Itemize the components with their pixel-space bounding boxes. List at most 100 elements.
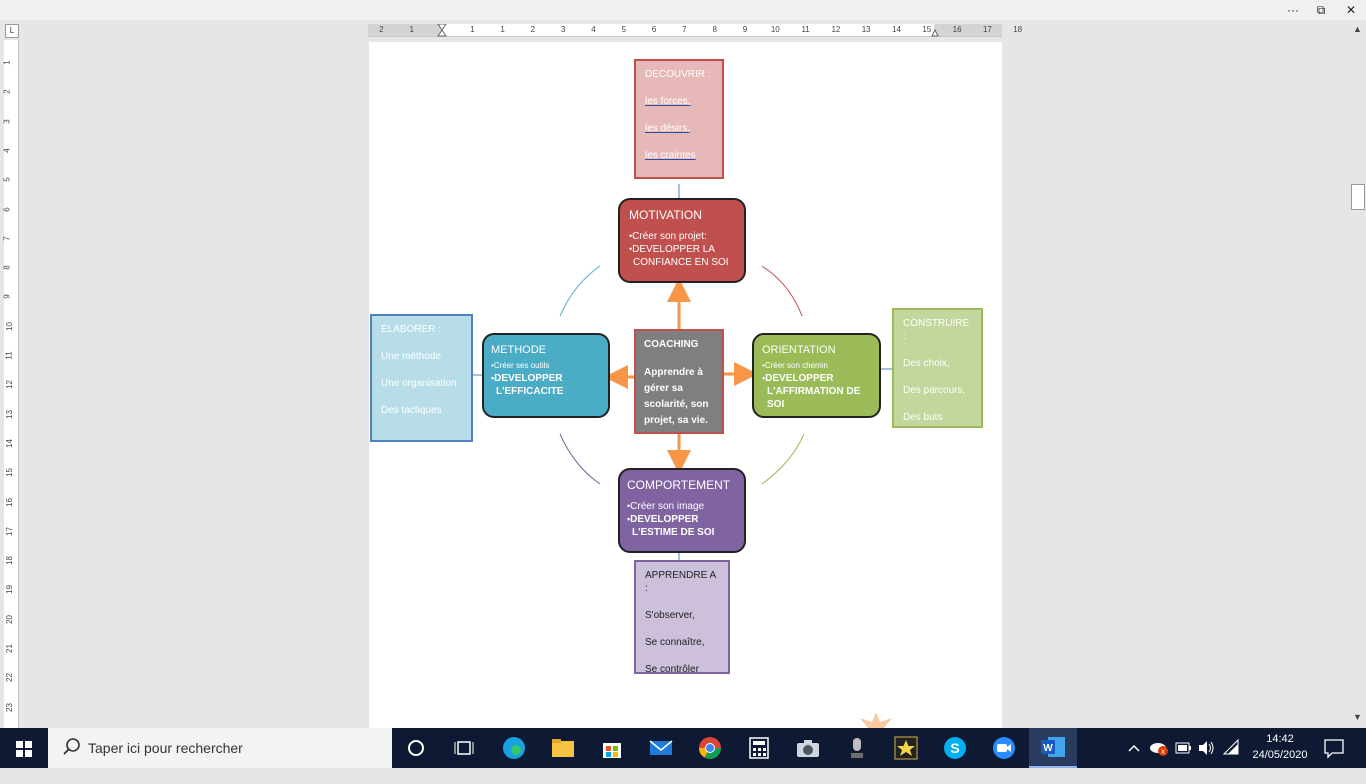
scroll-thumb[interactable] xyxy=(1351,184,1365,210)
svg-text:x: x xyxy=(1161,747,1165,756)
scroll-up-icon[interactable]: ▲ xyxy=(1353,24,1362,34)
orientation-line2a: DEVELOPPER xyxy=(765,372,834,384)
decouvrir-item: les craintes xyxy=(645,150,696,161)
motivation-line2b: CONFIANCE EN SOI xyxy=(633,256,729,268)
taskbar-search-box[interactable]: Taper ici pour rechercher xyxy=(48,728,392,768)
skype-icon: S xyxy=(944,737,966,759)
ruler-number: 12 xyxy=(831,25,841,34)
ruler-number: 18 xyxy=(4,556,14,566)
chevron-up-icon xyxy=(1128,744,1140,752)
start-button[interactable] xyxy=(0,728,48,768)
indent-markers[interactable] xyxy=(368,24,1002,38)
ruler-number: 13 xyxy=(861,25,871,34)
ruler-number: 4 xyxy=(591,25,596,34)
ruler-number: 8 xyxy=(712,25,717,34)
methode-line1: Créer ses outils xyxy=(493,361,550,371)
microphone-icon xyxy=(851,738,863,758)
scroll-down-icon[interactable]: ▼ xyxy=(1353,712,1362,722)
methode-box: METHODE •Créer ses outils •DEVELOPPER L'… xyxy=(482,333,610,418)
ruler-number: 1 xyxy=(470,25,475,34)
chrome-button[interactable] xyxy=(686,728,734,768)
camera-icon xyxy=(797,740,819,757)
voice-recorder-button[interactable] xyxy=(833,728,881,768)
comportement-line2a: DEVELOPPER xyxy=(630,513,699,525)
ruler-number: 19 xyxy=(4,585,14,595)
ruler-number: 20 xyxy=(4,614,14,624)
ruler-number: 12 xyxy=(4,380,14,390)
vertical-scrollbar[interactable]: ▲ ▼ xyxy=(1349,20,1366,728)
mail-icon xyxy=(649,740,673,755)
construire-item: Des parcours, xyxy=(903,385,966,396)
methode-title: METHODE xyxy=(491,344,546,356)
orientation-line1: Créer son chemin xyxy=(764,361,828,371)
ruler-number: 5 xyxy=(2,177,12,182)
notifications-button[interactable] xyxy=(1322,728,1346,768)
decouvrir-title: DECOUVRIR : xyxy=(645,69,711,80)
movie-maker-button[interactable] xyxy=(882,728,930,768)
ruler-number: 21 xyxy=(4,644,14,653)
motivation-line2a: DEVELOPPER LA xyxy=(632,243,715,255)
elaborer-box: ELABORER : Une méthode Une organisation … xyxy=(370,314,473,442)
cloud-error-icon: x xyxy=(1150,743,1168,756)
ruler-number: 5 xyxy=(621,25,627,34)
methode-line2b: L'EFFICACITE xyxy=(496,385,564,397)
ruler-number: 1 xyxy=(409,25,414,34)
construire-box: CONSTRUIRE : Des choix, Des parcours, De… xyxy=(892,308,983,428)
close-button[interactable]: ✕ xyxy=(1345,3,1357,17)
edge-button[interactable] xyxy=(490,728,538,768)
network-tray-button[interactable] xyxy=(1222,728,1242,768)
construire-item: Des choix, xyxy=(903,358,950,369)
ruler-number: 15 xyxy=(922,25,932,34)
orientation-box: ORIENTATION •Créer son chemin •DEVELOPPE… xyxy=(752,333,881,418)
ruler-number: 1 xyxy=(2,60,12,65)
word-button[interactable]: W xyxy=(1029,728,1077,768)
volume-tray-button[interactable] xyxy=(1196,728,1216,768)
system-clock[interactable]: 14:42 24/05/2020 xyxy=(1244,731,1316,763)
apprendre-item: Se contrôler xyxy=(645,664,699,675)
camera-button[interactable] xyxy=(784,728,832,768)
file-explorer-button[interactable] xyxy=(539,728,587,768)
coaching-line: Apprendre à xyxy=(644,367,703,378)
coaching-line: projet, sa vie. xyxy=(644,415,708,426)
coaching-line: gérer sa xyxy=(644,383,683,394)
ruler-number: 14 xyxy=(892,25,901,34)
orientation-line2b: L'AFFIRMATION DE xyxy=(767,385,861,397)
ruler-number: 1 xyxy=(500,25,505,34)
apprendre-box: APPRENDRE A : S'observer, Se connaître, … xyxy=(634,560,730,675)
store-button[interactable] xyxy=(588,728,636,768)
clock-time: 14:42 xyxy=(1266,733,1294,745)
battery-tray-button[interactable] xyxy=(1174,728,1192,768)
tab-stop-selector[interactable]: L xyxy=(5,24,19,38)
cortana-button[interactable] xyxy=(392,728,440,768)
battery-icon xyxy=(1175,742,1191,754)
speaker-icon xyxy=(1199,741,1214,755)
ruler-number: 2 xyxy=(530,25,536,34)
folder-icon xyxy=(552,739,574,757)
orientation-line2c: SOI xyxy=(767,398,785,410)
ruler-number: 10 xyxy=(770,25,780,34)
apprendre-title: APPRENDRE A : xyxy=(645,570,716,594)
ribbon-display-button[interactable]: ⧉ xyxy=(1316,3,1326,17)
store-icon xyxy=(603,743,621,758)
ruler-number: 18 xyxy=(1013,25,1023,34)
onedrive-tray-button[interactable]: x xyxy=(1148,728,1170,768)
clock-date: 24/05/2020 xyxy=(1252,749,1308,761)
mail-button[interactable] xyxy=(637,728,685,768)
ruler-number: 16 xyxy=(4,497,14,507)
motivation-title: MOTIVATION xyxy=(629,208,702,222)
comportement-box: COMPORTEMENT •Créer son image •DEVELOPPE… xyxy=(618,468,746,553)
svg-text:W: W xyxy=(1043,743,1053,754)
show-hidden-icons-button[interactable] xyxy=(1126,728,1142,768)
calculator-button[interactable] xyxy=(735,728,783,768)
coaching-line: scolarité, son xyxy=(644,399,709,410)
task-view-icon xyxy=(454,741,474,755)
zoom-button[interactable] xyxy=(980,728,1028,768)
task-view-button[interactable] xyxy=(440,728,488,768)
ruler-number: 23 xyxy=(4,702,14,712)
skype-button[interactable]: S xyxy=(931,728,979,768)
more-options-button[interactable]: ··· xyxy=(1287,3,1299,17)
decouvrir-box: DECOUVRIR : les forces, les désirs, les … xyxy=(634,59,724,179)
decouvrir-item: les désirs, xyxy=(645,123,691,134)
